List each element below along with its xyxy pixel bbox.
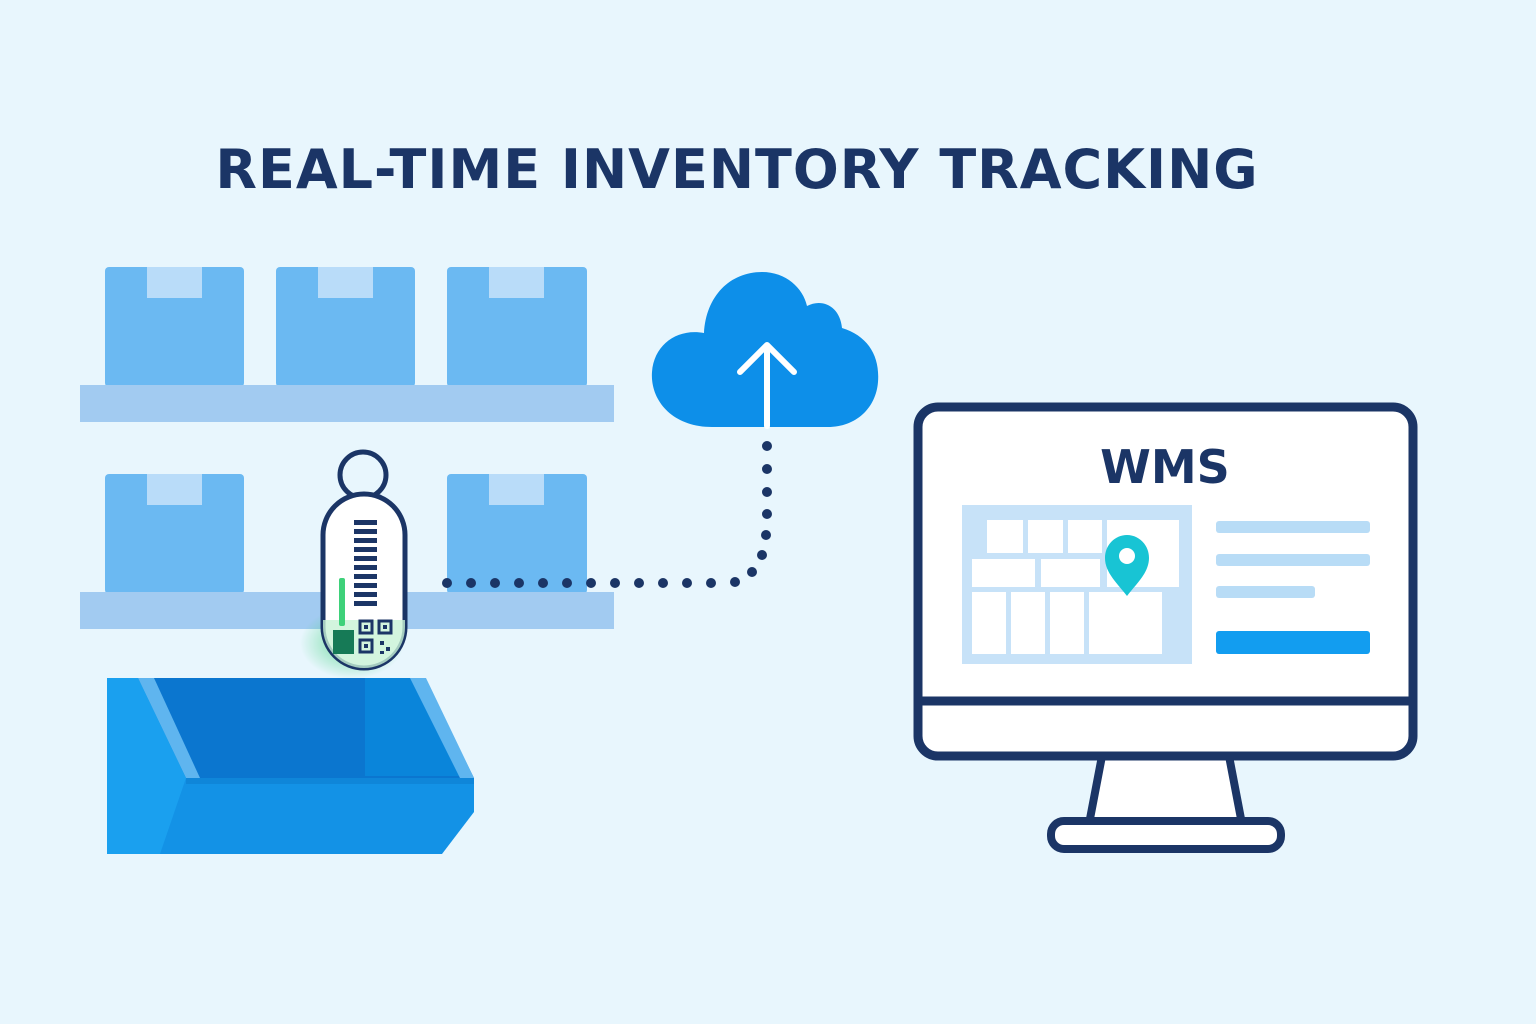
location-pin-icon xyxy=(1105,535,1149,596)
shelf-plank-top xyxy=(80,385,614,422)
monitor-label: WMS xyxy=(1100,440,1230,494)
diagram-title: REAL-TIME INVENTORY TRACKING xyxy=(215,138,1259,201)
package-box-icon xyxy=(105,267,244,387)
package-box-icon xyxy=(276,267,415,387)
package-box-icon xyxy=(447,267,587,387)
storage-bin-icon xyxy=(107,678,474,854)
desktop-monitor-icon: WMS xyxy=(913,402,1418,853)
data-flow-path xyxy=(442,441,772,588)
barcode-icon xyxy=(354,520,377,606)
cloud-upload-icon xyxy=(651,272,879,429)
rfid-tag-icon xyxy=(300,449,408,679)
package-box-icon xyxy=(447,474,587,594)
record-details xyxy=(1216,521,1370,598)
action-button[interactable] xyxy=(1216,631,1370,654)
warehouse-map xyxy=(962,505,1192,664)
package-box-icon xyxy=(105,474,244,594)
qr-code-icon xyxy=(358,619,393,654)
